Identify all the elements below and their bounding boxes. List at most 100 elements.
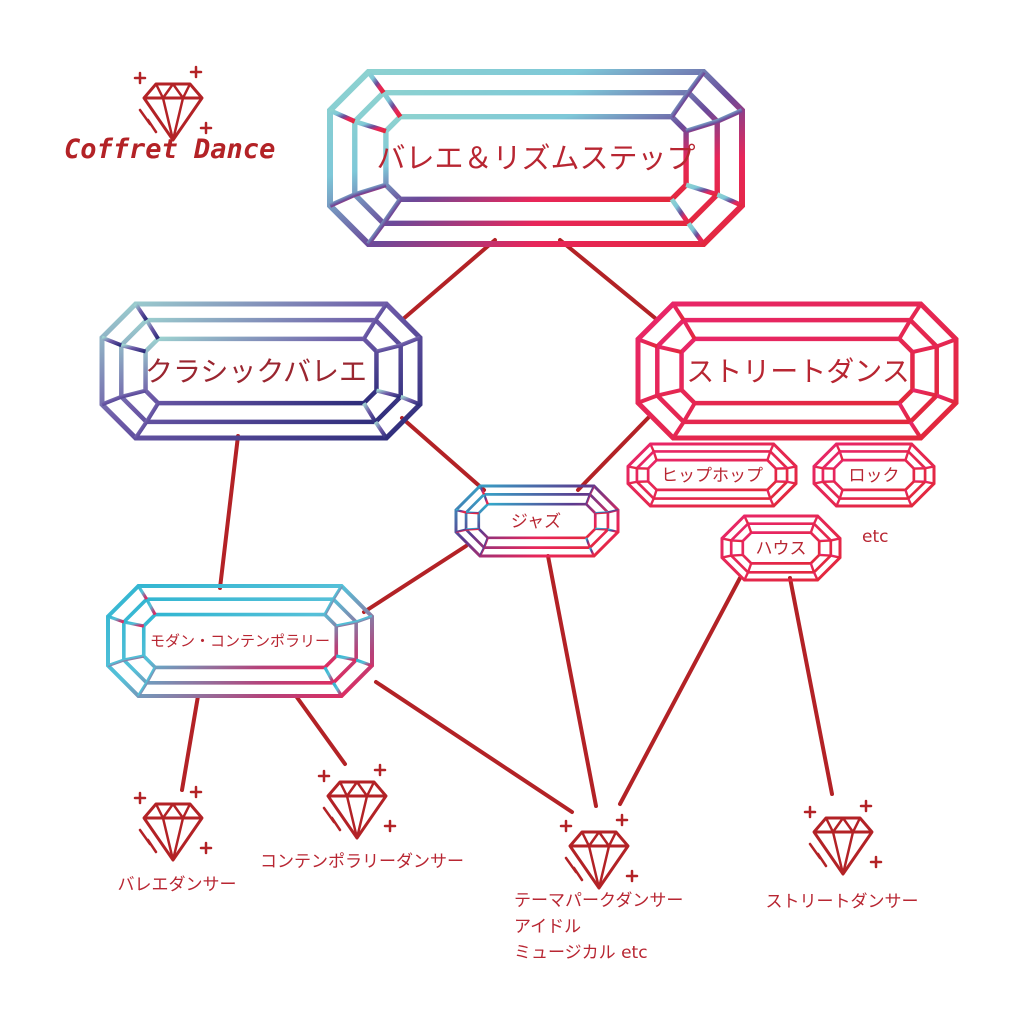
caption-ballet-dancer: バレエダンサー bbox=[118, 875, 237, 895]
gem-facet-line bbox=[466, 527, 479, 531]
gem-facet-line bbox=[743, 571, 750, 581]
gem-facet-line bbox=[813, 465, 824, 470]
diamond-pavilion-facets bbox=[161, 817, 185, 862]
connector-lines bbox=[180, 238, 834, 814]
gem-facet-line bbox=[835, 498, 841, 507]
label-jazz: ジャズ bbox=[511, 512, 561, 532]
gem-facet-line bbox=[381, 197, 403, 225]
gem-modern-contemporary bbox=[106, 584, 374, 698]
gem-facet-line bbox=[809, 523, 816, 534]
diamond-outline bbox=[812, 816, 874, 876]
line-modern-to-ballet-dancer bbox=[180, 694, 200, 792]
line-house-to-themepark bbox=[618, 576, 742, 806]
gem-facet-line bbox=[120, 388, 147, 399]
gem-facet-line bbox=[812, 571, 819, 581]
gem-house bbox=[720, 514, 842, 582]
gem-facet-line bbox=[766, 489, 772, 499]
gem-facet-line bbox=[137, 681, 148, 697]
gem-facet-line bbox=[721, 537, 732, 542]
gem-facet-line bbox=[669, 197, 691, 225]
gem-facet-line bbox=[669, 91, 691, 119]
gem-facet-line bbox=[924, 465, 935, 470]
logo-text: Coffret Dance bbox=[64, 134, 275, 165]
gem-facet-line bbox=[588, 485, 596, 495]
caption-street-dancer: ストリートダンサー bbox=[766, 892, 919, 912]
gem-facet-line bbox=[144, 402, 160, 423]
gem-facet-line bbox=[912, 388, 938, 398]
gem-facet-line bbox=[681, 402, 697, 423]
diamond-icon bbox=[803, 799, 883, 876]
caption-musical: ミュージカル etc bbox=[514, 943, 648, 963]
diamond-shine-stroke bbox=[330, 816, 342, 832]
gem-facet-line bbox=[835, 443, 841, 452]
gem-facet-line bbox=[649, 443, 655, 452]
gem-facet-line bbox=[381, 91, 403, 119]
gem-facet-line bbox=[607, 508, 619, 514]
gem-facet-line bbox=[455, 508, 467, 514]
gem-facet-line bbox=[769, 498, 775, 507]
gem-facet-line bbox=[482, 537, 489, 549]
gem-facet-line bbox=[830, 554, 841, 559]
label-modern-contemporary: モダン・コンテンポラリー bbox=[150, 632, 330, 650]
gem-facet-line bbox=[935, 393, 957, 405]
diamond-icon bbox=[133, 785, 213, 862]
gem-facet-line bbox=[731, 553, 743, 557]
diamond-outline bbox=[568, 830, 630, 890]
gem-facet-line bbox=[649, 498, 655, 507]
gem-facet-line bbox=[627, 465, 638, 470]
diamond-crown-facets bbox=[154, 82, 192, 100]
gem-facet-line bbox=[908, 302, 923, 322]
diamond-crown-facets bbox=[154, 802, 192, 820]
gem-facet-line bbox=[607, 528, 619, 534]
gem-facet-line bbox=[375, 343, 402, 354]
diamond-icon bbox=[559, 813, 639, 890]
diamond-outline bbox=[142, 802, 204, 862]
gem-facet-line bbox=[101, 335, 123, 348]
gem-facet-line bbox=[482, 493, 489, 505]
gem-facet-line bbox=[145, 666, 157, 684]
diamond-shine-stroke bbox=[572, 866, 584, 882]
diamond-shine-stroke bbox=[146, 838, 158, 854]
gem-facet-line bbox=[101, 394, 123, 407]
gem-facet-line bbox=[671, 302, 686, 322]
gem-facet-line bbox=[731, 539, 743, 543]
diamond-outline bbox=[142, 82, 204, 142]
gem-facet-line bbox=[686, 70, 706, 95]
diamond-pavilion-facets bbox=[831, 831, 855, 876]
diamond-icon bbox=[317, 763, 397, 840]
street-etc-label: etc bbox=[862, 527, 888, 547]
line-classic-to-modern bbox=[218, 434, 240, 590]
gem-facet-line bbox=[123, 620, 145, 628]
gem-facet-line bbox=[681, 319, 697, 340]
gem-facet-line bbox=[332, 585, 343, 601]
gem-facet-line bbox=[355, 614, 373, 624]
gem-facet-line bbox=[399, 335, 421, 348]
line-street-to-jazz bbox=[576, 416, 650, 492]
gem-facet-line bbox=[133, 302, 149, 322]
gem-facet-line bbox=[813, 480, 824, 485]
gem-facet-line bbox=[585, 537, 592, 549]
gem-facet-line bbox=[478, 485, 486, 495]
gem-facet-line bbox=[671, 420, 686, 440]
gem-facet-line bbox=[362, 319, 378, 340]
gem-facet-line bbox=[746, 523, 753, 534]
gem-facet-line bbox=[335, 654, 357, 662]
gem-facet-line bbox=[637, 393, 659, 405]
label-lock: ロック bbox=[849, 466, 900, 486]
gem-facet-line bbox=[354, 182, 387, 197]
gem-facet-line bbox=[399, 394, 421, 407]
gem-facet-line bbox=[812, 515, 819, 525]
gem-hiphop bbox=[626, 442, 798, 508]
gem-street-dance bbox=[635, 301, 959, 441]
gem-facet-line bbox=[329, 192, 356, 208]
gem-facet-line bbox=[838, 489, 844, 499]
gem-facet-line bbox=[656, 388, 682, 398]
diamond-icon bbox=[133, 65, 213, 142]
gem-facet-line bbox=[746, 562, 753, 573]
gem-ballet-rhythm-step bbox=[327, 69, 745, 247]
gem-facet-line bbox=[355, 658, 373, 668]
gem-facet-line bbox=[366, 70, 386, 95]
gem-facet-line bbox=[786, 480, 797, 485]
label-classic-ballet: クラシックバレエ bbox=[145, 355, 367, 388]
